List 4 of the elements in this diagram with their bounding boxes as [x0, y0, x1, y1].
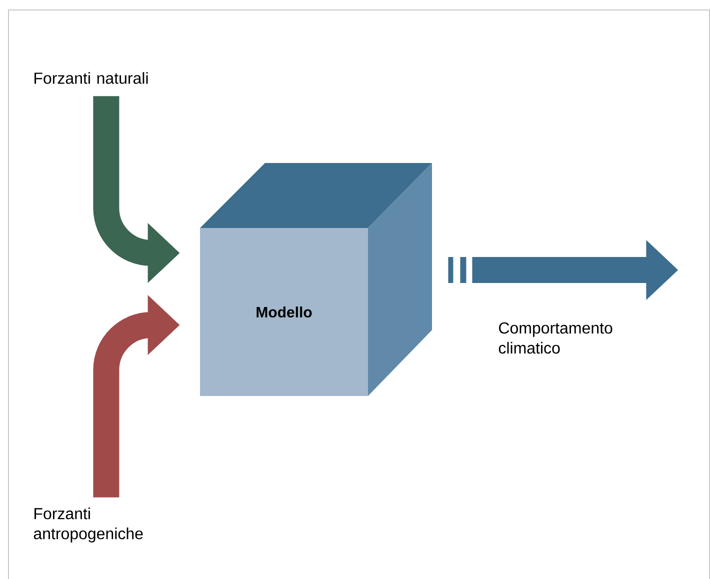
label-text: Forzanti antropogeniche [34, 508, 143, 542]
label-text: Comportamento climatico [498, 322, 612, 354]
label-text: Forzanti naturali [34, 72, 148, 84]
cube-drawing: Modello [200, 163, 432, 396]
